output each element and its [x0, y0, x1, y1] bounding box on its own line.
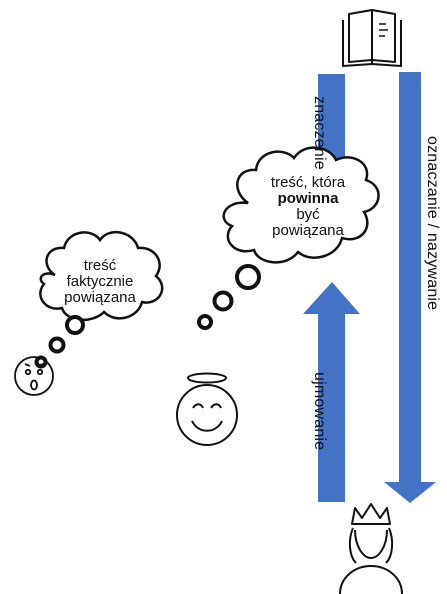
ujmowanie-arrow — [303, 282, 360, 502]
oznaczanie-arrow — [384, 72, 436, 503]
znaczenie-label: znaczenie — [311, 96, 328, 170]
center-thought-cloud — [222, 146, 380, 264]
left-thought-cloud — [39, 230, 164, 321]
left-cloud-line1: treść — [83, 257, 117, 274]
left-cloud-text: treść faktycznie powiązana — [50, 258, 150, 306]
center-cloud-line1: treść, która — [270, 174, 346, 191]
center-thought-bubbles — [197, 264, 261, 330]
surprised-face-icon — [14, 356, 54, 396]
znaczenie-arrow — [303, 74, 361, 212]
left-cloud-line2: faktycznie — [66, 273, 134, 290]
center-cloud-line2: powinna — [277, 190, 339, 207]
center-cloud-line4: powiązana — [272, 222, 344, 239]
center-cloud-line3: być — [296, 206, 320, 223]
king-icon — [339, 503, 403, 594]
center-cloud-text: treść, która powinna być powiązana — [248, 175, 368, 239]
ujmowanie-label: ujmowanie — [311, 372, 328, 451]
oznaczanie-nazywanie-label: oznaczanie / nazywanie — [424, 136, 441, 311]
left-cloud-line3: powiązana — [64, 289, 136, 306]
angel-smiley-icon — [176, 372, 238, 446]
book-icon — [342, 9, 402, 67]
